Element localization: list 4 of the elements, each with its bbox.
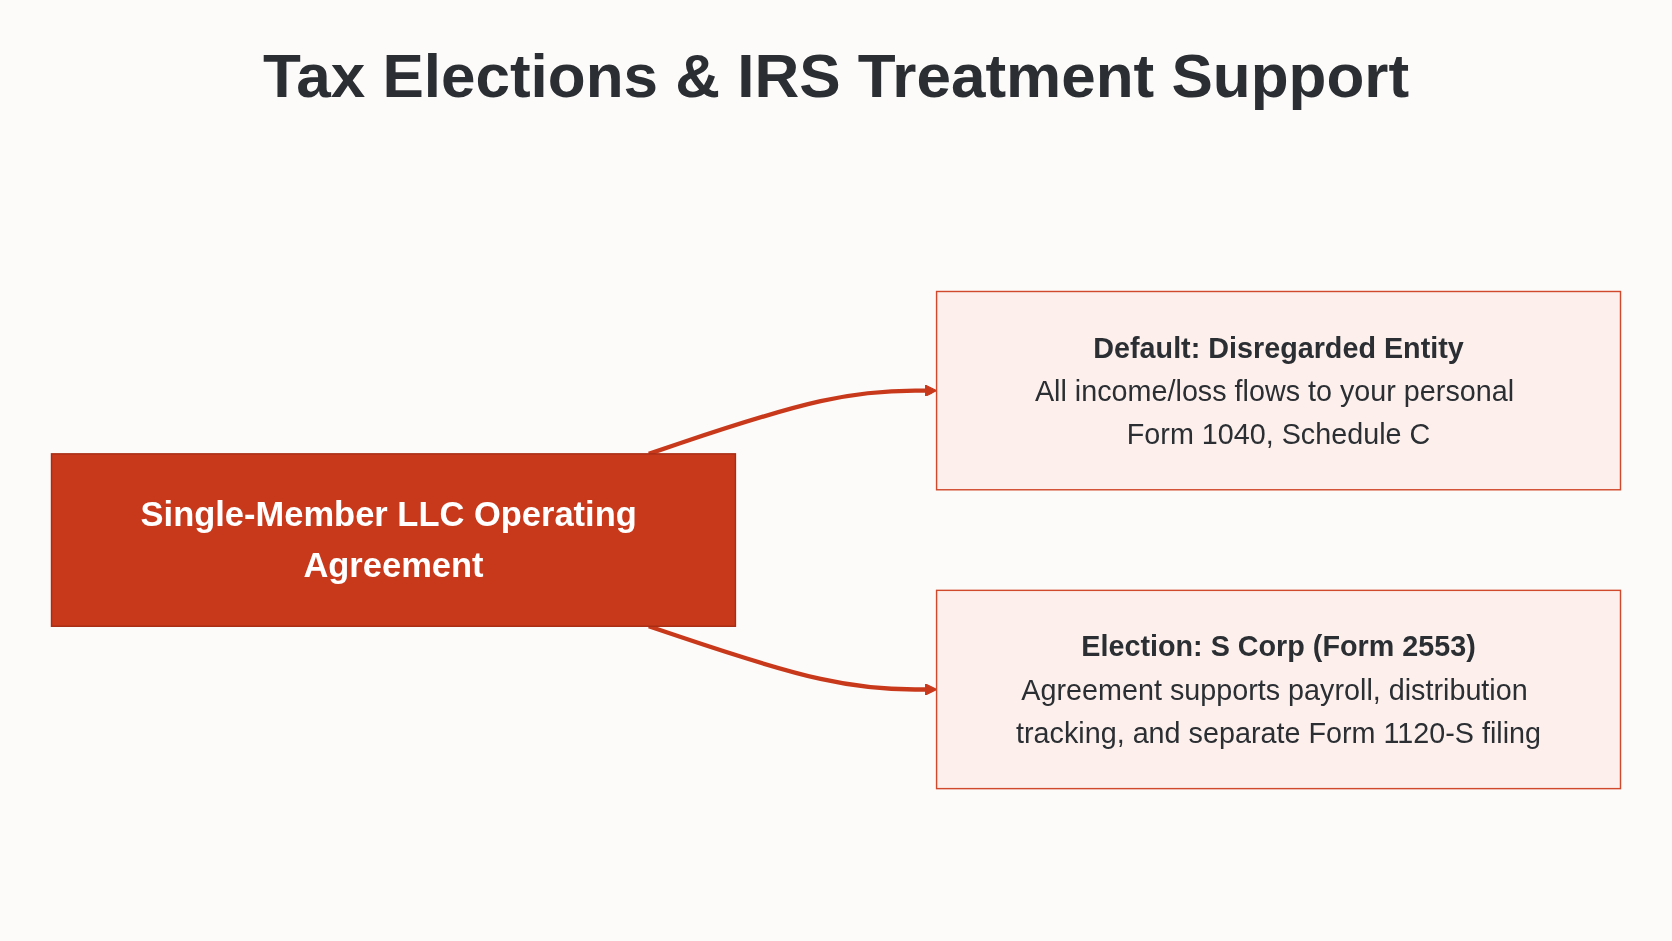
- node-box: Election: S Corp (Form 2553) Agreement supports payroll, distribution tracking, and separate Form 1120-S filing: [935, 589, 1622, 790]
- title: Tax Elections & IRS Treatment Support: [261, 40, 1411, 111]
- node-box: Single-Member LLC Operating Agreement: [50, 453, 737, 627]
- node-box: Default: Disregarded Entity All income/loss flows to your personal Form 1040, Schedule C: [935, 290, 1622, 491]
